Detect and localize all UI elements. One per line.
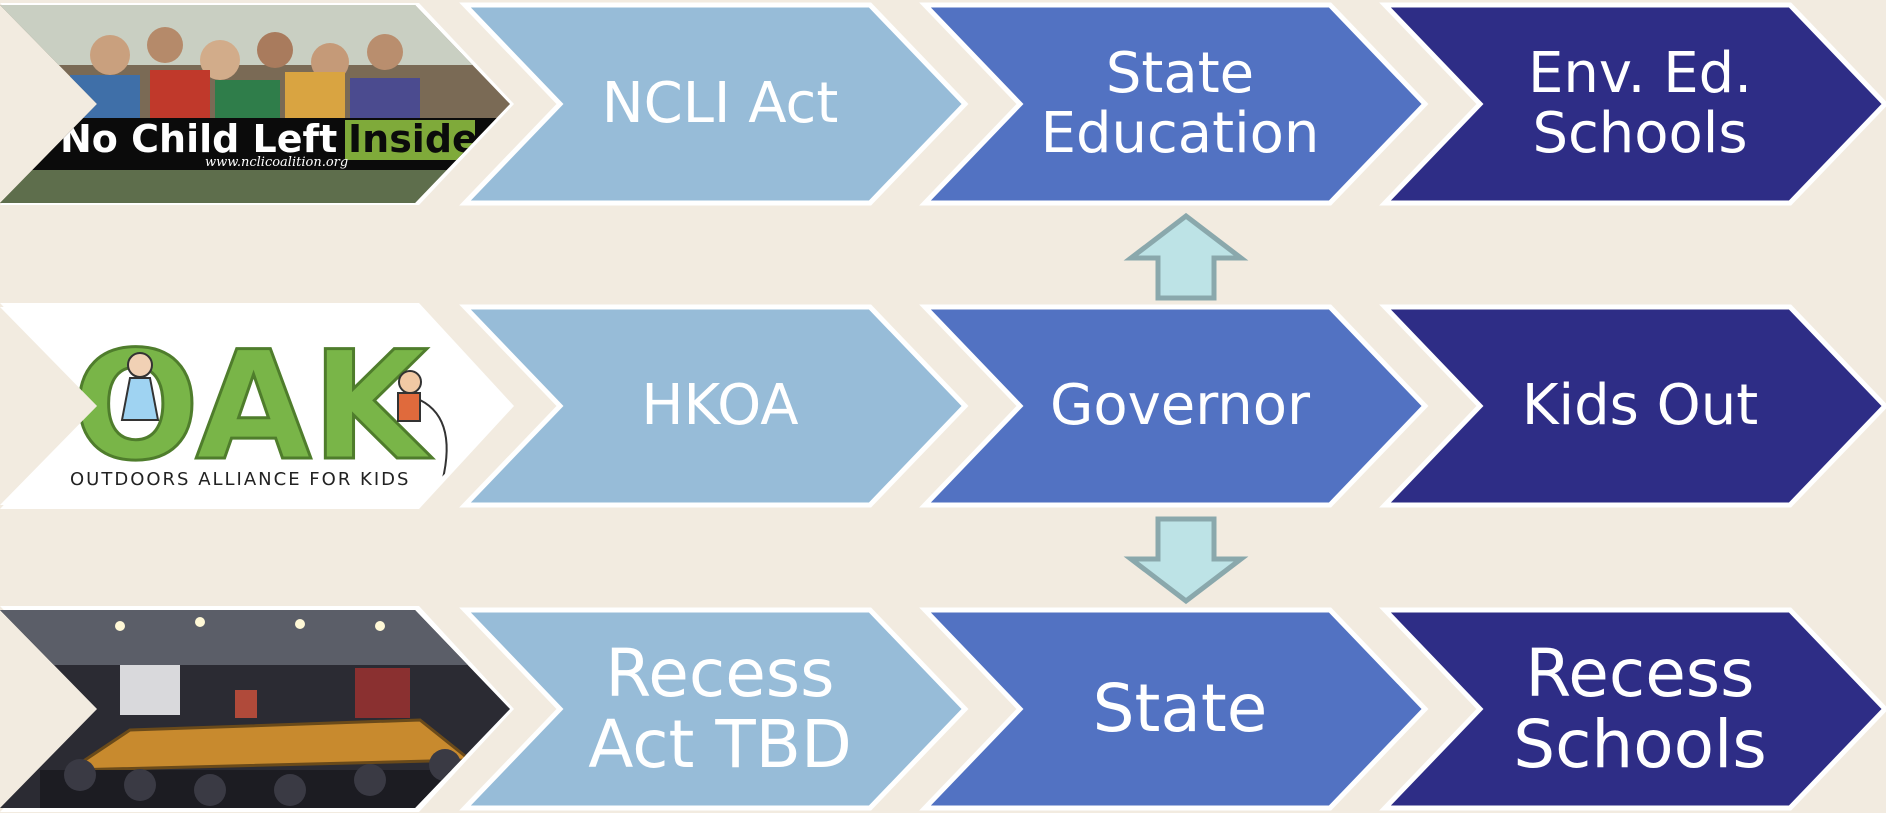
step-recess-schools: Recess Schools bbox=[1513, 634, 1767, 783]
step-ncli-act: NCLI Act bbox=[601, 70, 839, 136]
chevron-state-education bbox=[919, 2, 1429, 206]
ncli-url-text: www.nclicoalition.org bbox=[205, 155, 348, 170]
step-hkoa: HKOA bbox=[641, 372, 799, 438]
chevron-hkoa bbox=[459, 304, 969, 508]
step-env-ed-schools: Env. Ed. Schools bbox=[1528, 40, 1752, 166]
step-state: State bbox=[1092, 670, 1268, 748]
oak-logo: OAK OUTDOORS ALLIANCE FOR KIDS bbox=[0, 303, 514, 509]
chevron-recess-schools bbox=[1379, 607, 1886, 811]
ncli-banner-text: No Child Left bbox=[60, 117, 337, 161]
ncli-logo-photo: No Child Left Inside www.nclicoalition.o… bbox=[0, 3, 514, 205]
step-state-education: State Education bbox=[1040, 40, 1320, 166]
step-governor: Governor bbox=[1049, 372, 1311, 438]
chevron-state bbox=[919, 607, 1429, 811]
chevron-recess-act-tbd bbox=[459, 607, 969, 811]
chevron-kids-out bbox=[1379, 304, 1886, 508]
step-kids-out: Kids Out bbox=[1521, 372, 1759, 438]
boardroom-photo bbox=[0, 606, 514, 812]
chevron-env-ed-schools bbox=[1379, 2, 1886, 206]
step-recess-act-tbd: Recess Act TBD bbox=[588, 634, 852, 783]
ncli-banner-inside: Inside bbox=[348, 117, 478, 161]
down-arrow bbox=[1123, 516, 1249, 605]
chevron-governor bbox=[919, 304, 1429, 508]
up-arrow bbox=[1123, 212, 1249, 301]
oak-caption: OUTDOORS ALLIANCE FOR KIDS bbox=[70, 469, 410, 490]
chevron-ncli-act bbox=[459, 2, 969, 206]
